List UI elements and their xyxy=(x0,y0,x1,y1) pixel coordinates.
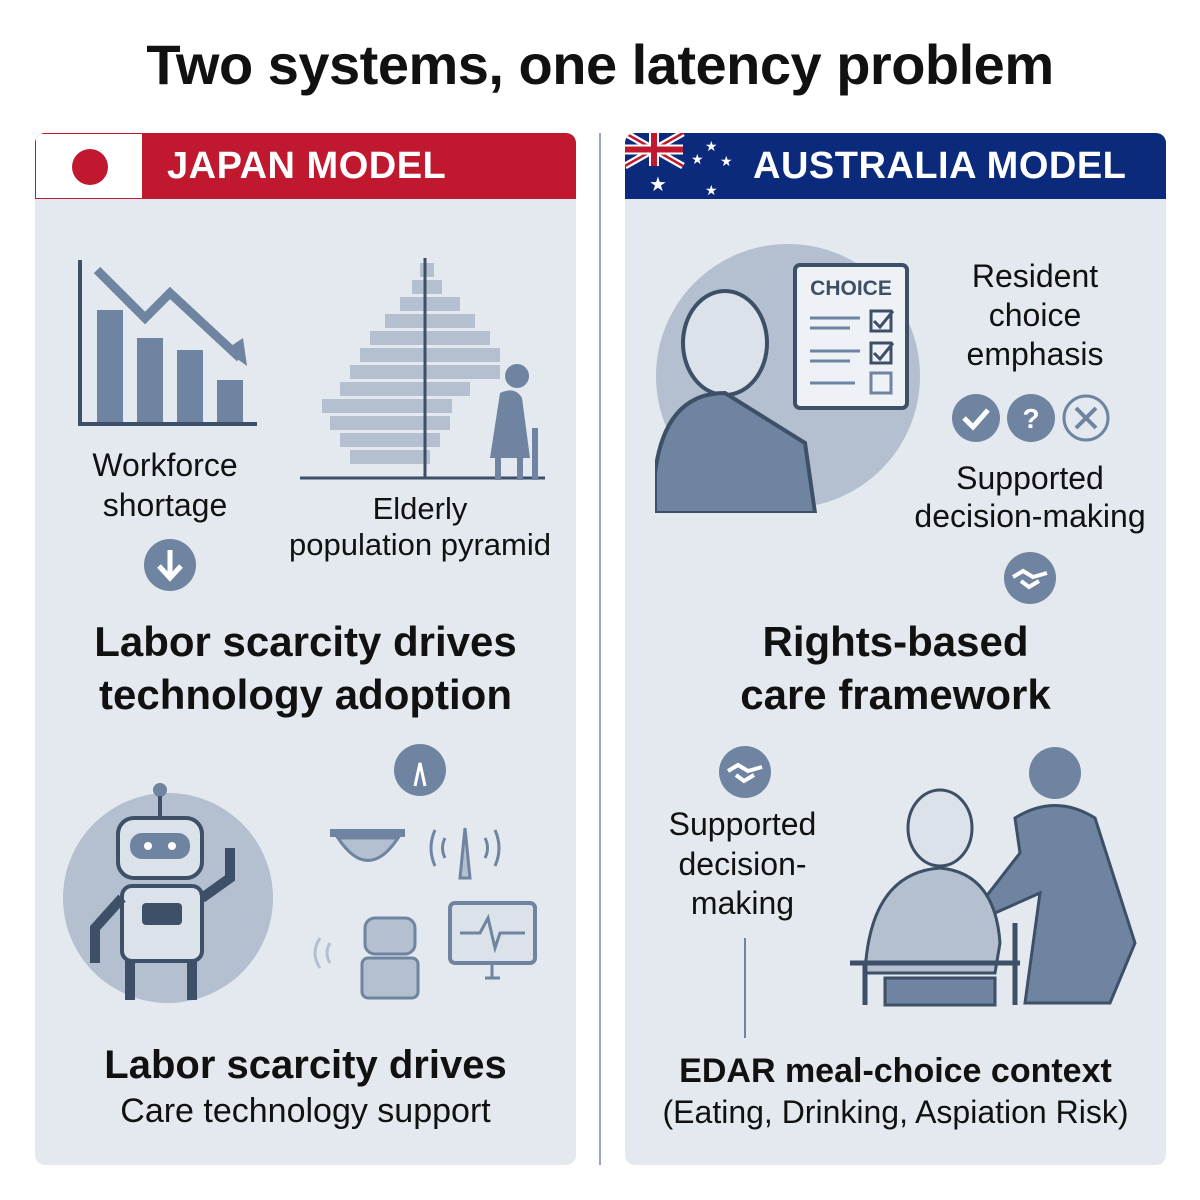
australia-footer-title: EDAR meal-choice context xyxy=(679,1052,1112,1090)
divider xyxy=(599,133,601,1165)
japan-footer-title: Labor scarcity drives xyxy=(104,1043,507,1087)
supported-decision-label-bottom: Supported decision-making xyxy=(668,806,817,922)
small-robot-icon xyxy=(363,916,417,956)
person-choice-icon: CHOICE xyxy=(655,244,920,513)
supported-decision-label-top: Supported decision-making xyxy=(914,460,1146,535)
camera-icon xyxy=(335,836,401,862)
page-title: Two systems, one latency problem xyxy=(146,33,1054,96)
australia-panel: ★★★★★ AUSTRALIA MODEL CHOICE Resident ch… xyxy=(625,133,1166,1165)
down-arrow-icon xyxy=(144,539,196,591)
care-technology-icons xyxy=(313,744,537,1000)
choice-card-label: CHOICE xyxy=(810,277,892,300)
australia-headline: Rights-based care framework xyxy=(625,615,1166,722)
japan-flag-icon xyxy=(35,133,143,199)
australia-header-title: AUSTRALIA MODEL xyxy=(753,145,1127,187)
australia-footer-subtitle: (Eating, Drinking, Aspiation Risk) xyxy=(662,1094,1129,1130)
care-robot-icon xyxy=(63,783,273,1003)
svg-text:★: ★ xyxy=(705,183,718,199)
svg-text:?: ? xyxy=(1022,403,1039,434)
australia-headline-line-1: Rights-based xyxy=(762,618,1029,665)
declining-bar-chart-icon xyxy=(78,260,257,426)
japan-headline-line-1: Labor scarcity drives xyxy=(94,618,517,665)
antenna-icon xyxy=(458,827,472,880)
japan-header: JAPAN MODEL xyxy=(35,133,576,199)
workforce-shortage-label: Workforce shortage xyxy=(92,447,238,523)
australia-headline-line-2: care framework xyxy=(740,671,1051,719)
connector-line xyxy=(744,938,746,1038)
handshake-icon xyxy=(1004,552,1056,604)
svg-text:★: ★ xyxy=(720,154,733,170)
population-pyramid-icon xyxy=(300,258,545,480)
japan-headline-line-2: technology adoption xyxy=(99,671,512,719)
australia-header: ★★★★★ AUSTRALIA MODEL xyxy=(625,133,1166,199)
australia-flag-icon: ★★★★★ xyxy=(625,133,733,199)
pyramid-label-line-1: Elderly xyxy=(372,491,468,526)
resident-choice-label: Resident choice emphasis xyxy=(966,258,1104,373)
handshake-icon xyxy=(719,746,771,798)
pyramid-label-line-2: population pyramid xyxy=(289,526,551,562)
svg-text:★: ★ xyxy=(705,139,718,155)
japan-footer-subtitle: Care technology support xyxy=(120,1092,491,1130)
svg-text:★: ★ xyxy=(691,152,704,168)
check-question-x-icons: ? xyxy=(952,394,1110,442)
japan-headline: Labor scarcity drives technology adoption xyxy=(35,615,576,722)
svg-text:★: ★ xyxy=(649,172,667,196)
caregiver-wheelchair-illustration xyxy=(850,747,1137,1007)
japan-header-title: JAPAN MODEL xyxy=(167,145,447,187)
